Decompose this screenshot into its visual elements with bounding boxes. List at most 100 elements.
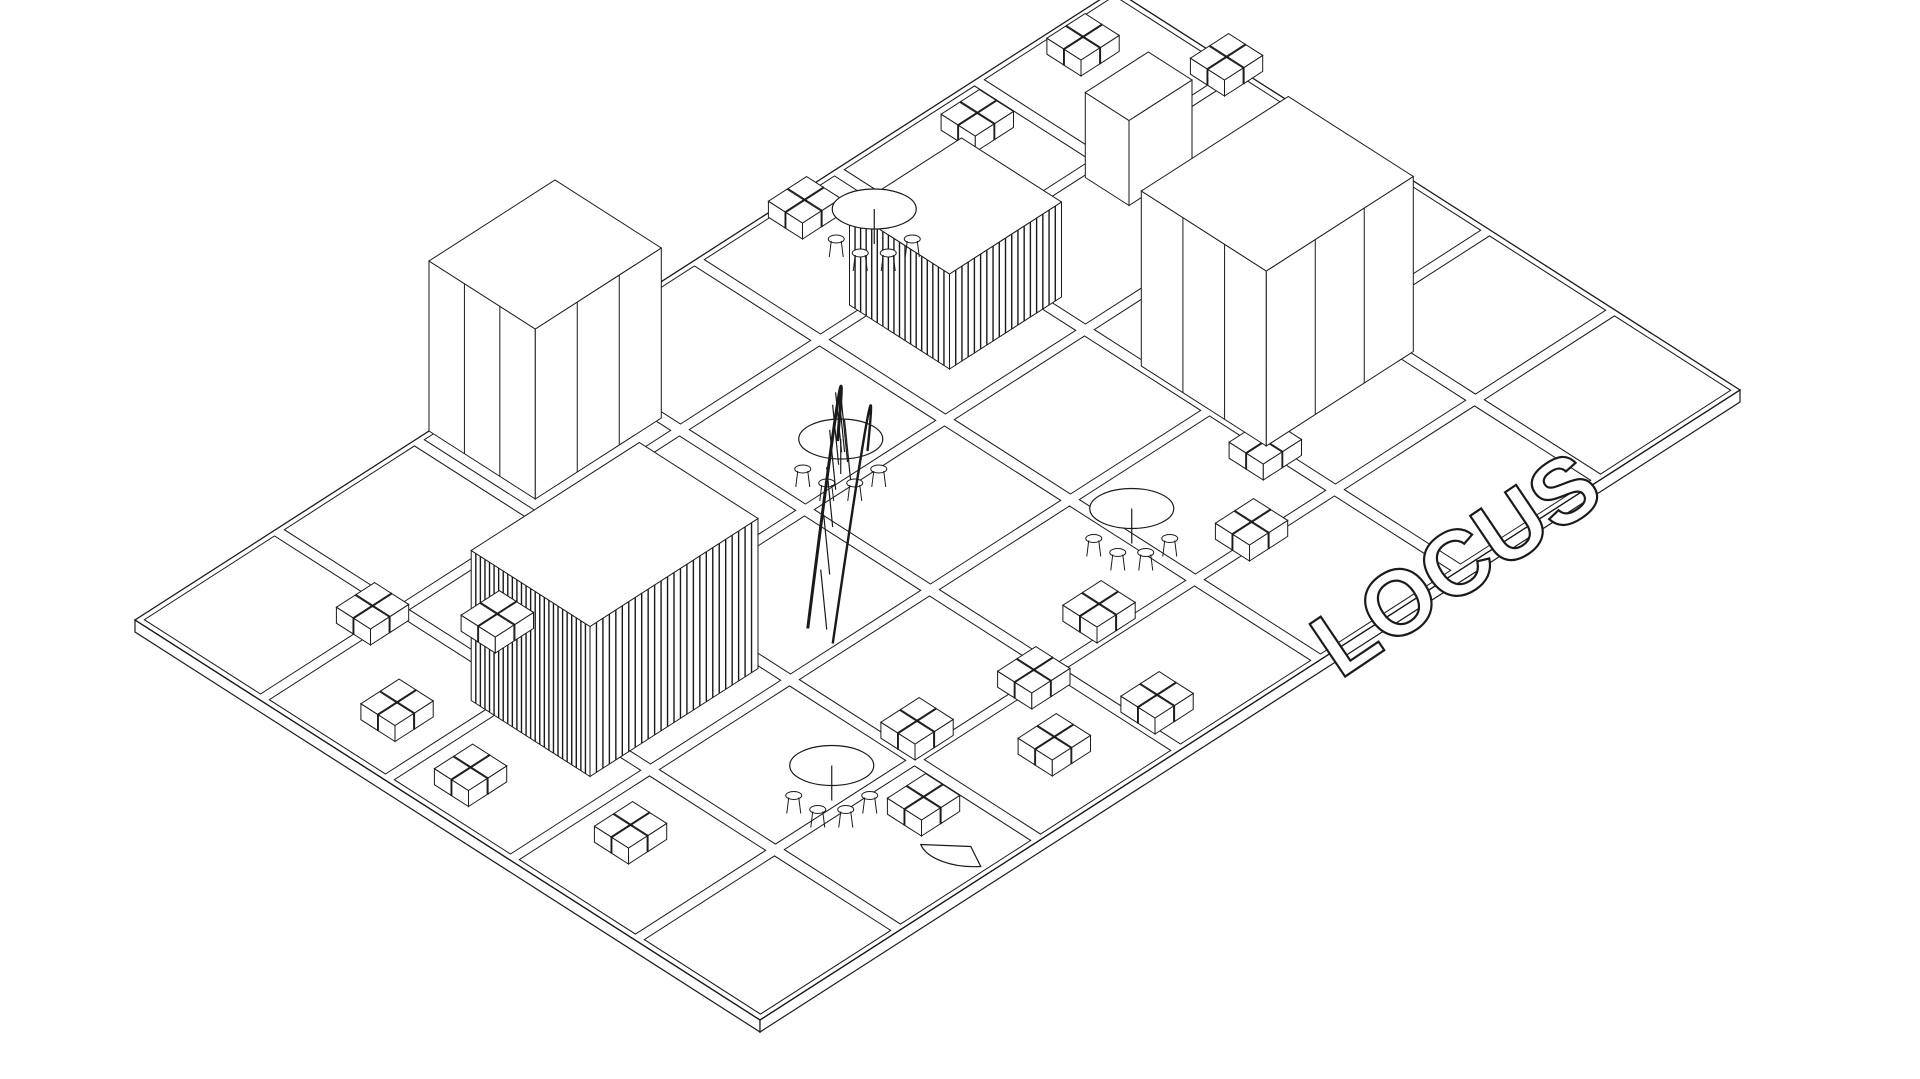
seat-cube-cluster-top-face: [479, 590, 517, 614]
stool-leg: [916, 240, 920, 258]
round-table-back: [827, 188, 921, 272]
stool: [903, 234, 921, 244]
seat-cube-cluster-top-face: [470, 754, 508, 779]
stool-leg: [1162, 540, 1166, 557]
round-table-left: [785, 744, 879, 828]
stool-leg: [847, 484, 851, 502]
stool: [879, 248, 897, 258]
seat-cube-cluster-top-face: [335, 594, 373, 619]
seat-cube-cluster-top-face: [1081, 580, 1119, 604]
stool-leg: [859, 484, 863, 502]
seat-cube-cluster-top-face: [784, 199, 823, 224]
stool: [1085, 534, 1103, 543]
seat-cube-cluster-top-face: [957, 112, 995, 137]
seat-cube-cluster: [1079, 603, 1117, 644]
stool: [837, 805, 855, 814]
seat-cube-cluster: [1034, 736, 1072, 777]
arch-rope: [835, 392, 843, 453]
seat-cube-cluster-top-face: [1034, 736, 1072, 761]
floor-tile: [143, 535, 392, 695]
seat-cube-cluster-top-face: [497, 601, 535, 625]
stool: [870, 464, 888, 474]
arch-frame: [806, 384, 843, 629]
slatted-enclosure-left-top-face: [470, 441, 759, 628]
seat-cube-cluster-top-face: [1017, 725, 1055, 750]
stool-leg: [819, 484, 823, 502]
stool-leg: [828, 240, 832, 258]
stool-leg: [798, 797, 802, 814]
seat-cube-cluster-top-face: [1079, 603, 1117, 628]
stool-leg: [874, 797, 878, 814]
seat-cube-cluster: [1137, 694, 1175, 735]
floor-tile: [938, 505, 1187, 665]
stool: [1109, 548, 1127, 557]
slatted-enclosure-left: [470, 441, 759, 778]
seat-cube-cluster-top-face: [1054, 724, 1092, 748]
seat-cube-cluster-top-face: [1209, 33, 1247, 57]
seat-cube-cluster-top-face: [1206, 56, 1245, 81]
stool-leg: [795, 470, 799, 488]
arch-rope: [840, 402, 849, 463]
stool-leg: [883, 470, 887, 488]
stool-leg: [871, 470, 875, 488]
seat-cube-cluster: [903, 796, 942, 837]
arch-rope: [826, 467, 834, 528]
slatted-enclosure-back: [848, 137, 1063, 370]
seat-cube-cluster-top-face: [767, 188, 805, 213]
floor-tile: [783, 765, 1032, 925]
arch-rope: [832, 404, 840, 465]
seat-cube-cluster-top-face: [377, 702, 415, 727]
stool-leg: [850, 811, 854, 828]
seat-cube-cluster-top-face: [610, 824, 649, 849]
seat-cube-cluster-top-face: [477, 613, 515, 638]
seat-cube-cluster-top-face: [1119, 683, 1158, 708]
floor-tile: [953, 335, 1202, 495]
stool-leg: [1122, 554, 1126, 571]
storage-cabinet-back-left: [428, 179, 663, 500]
floor-tile: [798, 595, 1047, 755]
stool-leg: [904, 240, 908, 258]
seat-cube-cluster-top-face: [397, 689, 435, 714]
stool-leg: [1138, 554, 1142, 571]
platform-outline: [133, 0, 1742, 1021]
stool-leg: [840, 240, 844, 258]
seat-cube-cluster: [1245, 440, 1283, 481]
stool-leg: [810, 811, 814, 828]
seat-cube-cluster-top-face: [450, 767, 489, 792]
booth-pod-top-face: [1084, 51, 1193, 122]
seat-cube-cluster-top-face: [1045, 25, 1084, 50]
arch-frame: [831, 404, 873, 644]
stool: [794, 464, 812, 474]
seat-cube-cluster-top-face: [460, 602, 498, 627]
seat-cube-cluster-top-face: [1083, 24, 1121, 48]
stool-leg: [1110, 554, 1114, 571]
climbing-arch: [806, 384, 873, 644]
seat-cube-cluster-top-face: [879, 709, 918, 734]
arch-rope: [837, 392, 846, 453]
arch-rope: [843, 419, 852, 480]
arch-rope: [823, 514, 831, 575]
seat-cube-cluster-top-face: [613, 801, 651, 825]
seat-cube-cluster: [1063, 36, 1101, 77]
floor-tile: [1343, 405, 1592, 565]
locus-cabinet: [1140, 95, 1415, 447]
stool-leg: [831, 484, 835, 502]
seat-cube-cluster-top-face: [1214, 510, 1252, 535]
seat-cube-cluster-top-face: [359, 691, 398, 715]
stool: [1161, 534, 1179, 543]
seat-cube-cluster-top-face: [940, 101, 978, 126]
stool-leg: [838, 811, 842, 828]
floor-tile: [1203, 495, 1452, 655]
seat-cube-cluster-top-face: [903, 796, 942, 821]
stool-leg: [807, 470, 811, 488]
seat-cube-cluster-top-face: [379, 678, 417, 703]
seat-cube-cluster-top-face: [996, 658, 1034, 683]
seat-cube-cluster-top-face: [899, 697, 937, 721]
stool: [809, 805, 827, 814]
arch-rope: [829, 429, 837, 490]
seat-cube-cluster-top-face: [1189, 45, 1227, 70]
stool: [846, 478, 864, 488]
seat-cube-cluster-top-face: [453, 743, 491, 768]
seat-cube-cluster: [450, 767, 489, 808]
